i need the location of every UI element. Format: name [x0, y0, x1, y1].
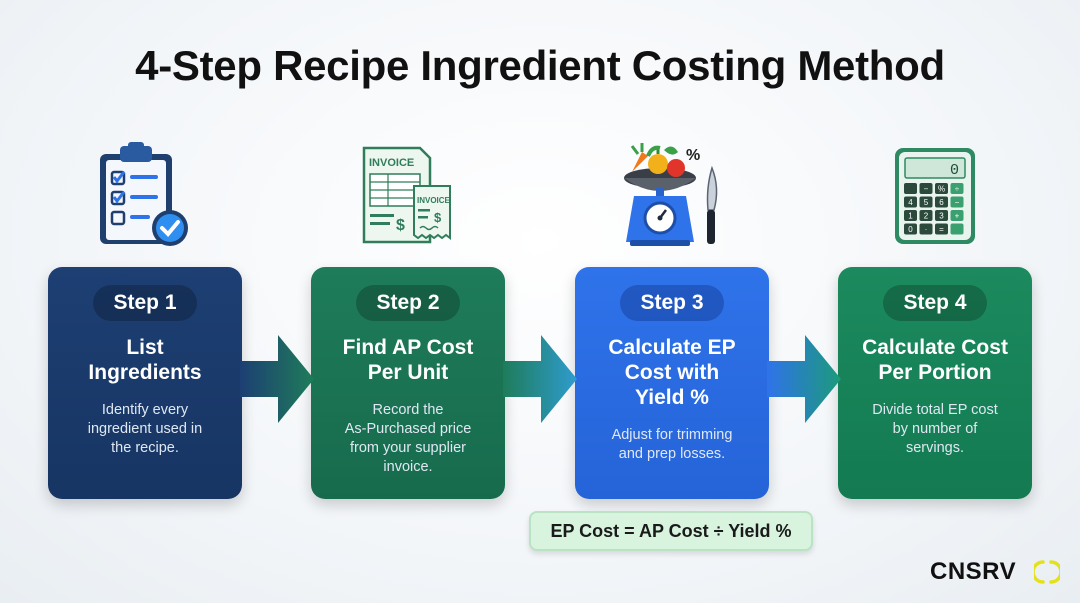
step-desc-line: ingredient used in: [87, 421, 203, 437]
calculator-key-label: 0: [908, 225, 913, 234]
dollar-sign-small: $: [434, 210, 442, 225]
calculator-key-label: +: [955, 212, 960, 221]
step-heading: List Ingredients: [58, 335, 232, 385]
calculator-key-label: 5: [924, 198, 929, 207]
step-heading-line: Per Unit: [367, 361, 449, 384]
step-card-2: Step 2 Find AP Cost Per Unit Record the …: [311, 267, 505, 499]
step-desc-line: servings.: [905, 440, 965, 456]
calculator-key-label: 4: [908, 198, 913, 207]
calculator-key-label: 2: [924, 212, 929, 221]
calculator-key: [919, 183, 933, 194]
step-description: Record the As-Purchased price from your …: [327, 401, 489, 477]
calculator-key-label: %: [938, 185, 945, 194]
step-desc-line: by number of: [892, 421, 978, 437]
step-description: Divide total EP cost by number of servin…: [854, 401, 1016, 458]
step-heading-line: Per Portion: [878, 361, 992, 384]
step-heading-line: Ingredients: [88, 361, 202, 384]
calculator-key: [950, 196, 964, 208]
invoice-small-label: INVOICE: [417, 196, 451, 205]
dollar-sign-main: $: [396, 217, 405, 234]
calculator-key: [935, 210, 948, 221]
calculator-key: [950, 183, 964, 194]
calculator-key: [919, 223, 933, 235]
percent-symbol: %: [686, 147, 700, 164]
ep-cost-formula: EP Cost = AP Cost ÷ Yield %: [529, 511, 813, 551]
step-badge: Step 1: [93, 285, 197, 321]
step-heading-line: List: [126, 336, 164, 359]
step-desc-line: the recipe.: [111, 440, 179, 456]
step-desc-line: from your supplier: [349, 440, 467, 456]
calculator-display: 0: [950, 162, 959, 179]
step-heading: Calculate Cost Per Portion: [848, 335, 1022, 385]
step-heading-line: Cost with: [624, 361, 720, 384]
flow-arrow-2-to-3: [503, 335, 577, 423]
calculator-key: [935, 183, 948, 194]
calculator-key-label: −: [955, 198, 960, 207]
calculator-key-label: 1: [908, 212, 913, 221]
invoice-icon: INVOICE $ INVOICE $: [362, 146, 451, 244]
calculator-key: [904, 223, 917, 235]
calculator-key-label: ·: [925, 225, 928, 234]
step-desc-line: As-Purchased price: [344, 421, 472, 437]
calculator-key-label: ÷: [955, 185, 960, 194]
clipboard-checklist-icon: [100, 142, 188, 246]
calculator-key: [950, 223, 964, 235]
kitchen-scale-icon: %: [624, 143, 718, 246]
step-desc-line: and prep losses.: [618, 446, 726, 462]
step-desc-line: invoice.: [383, 459, 433, 475]
calculator-key-label: −: [924, 185, 929, 194]
brand-ring-icon: [1034, 560, 1060, 584]
step-desc-line: Adjust for trimming: [611, 427, 733, 443]
step-badge: Step 3: [620, 285, 724, 321]
calculator-key: [904, 196, 917, 208]
calculator-key: [935, 196, 948, 208]
calculator-key-label: 6: [939, 198, 944, 207]
flow-arrow-3-to-4: [767, 335, 841, 423]
step-desc-line: Divide total EP cost: [872, 402, 998, 418]
step-card-3: Step 3 Calculate EP Cost with Yield % Ad…: [575, 267, 769, 499]
calculator-icon: 0 −% ÷ 4 5 6 − 1 2 3 +0 · =: [895, 148, 975, 244]
page-title: 4-Step Recipe Ingredient Costing Method: [135, 42, 945, 89]
step-badge: Step 2: [356, 285, 460, 321]
flow-arrow-1-to-2: [240, 335, 314, 423]
calculator-key: [935, 223, 948, 235]
calculator-key: [919, 210, 933, 221]
calculator-key-label: =: [939, 225, 944, 234]
step-heading-line: Yield %: [635, 386, 709, 409]
calculator-keypad: −% ÷ 4 5 6 − 1 2 3 +0 · =: [904, 183, 964, 235]
invoice-main-label: INVOICE: [369, 157, 414, 169]
step-card-1: Step 1 List Ingredients Identify every i…: [48, 267, 242, 499]
step-heading-line: Find AP Cost: [342, 336, 474, 359]
step-heading-line: Calculate EP: [608, 336, 736, 359]
calculator-key: [919, 196, 933, 208]
step-badge: Step 4: [883, 285, 987, 321]
calculator-key: [904, 183, 917, 194]
step-heading: Find AP Cost Per Unit: [321, 335, 495, 385]
step-heading: Calculate EP Cost with Yield %: [585, 335, 759, 410]
step-desc-line: Record the: [372, 402, 444, 418]
step-desc-line: Identify every: [101, 402, 189, 418]
calculator-key: [904, 210, 917, 221]
step-description: Adjust for trimming and prep losses.: [591, 426, 753, 464]
calculator-key: [950, 210, 964, 221]
step-description: Identify every ingredient used in the re…: [64, 401, 226, 458]
calculator-key-label: 3: [939, 212, 944, 221]
step-heading-line: Calculate Cost: [862, 336, 1008, 359]
step-card-4: Step 4 Calculate Cost Per Portion Divide…: [838, 267, 1032, 499]
brand-logo-text: CNSRV: [930, 558, 1017, 585]
